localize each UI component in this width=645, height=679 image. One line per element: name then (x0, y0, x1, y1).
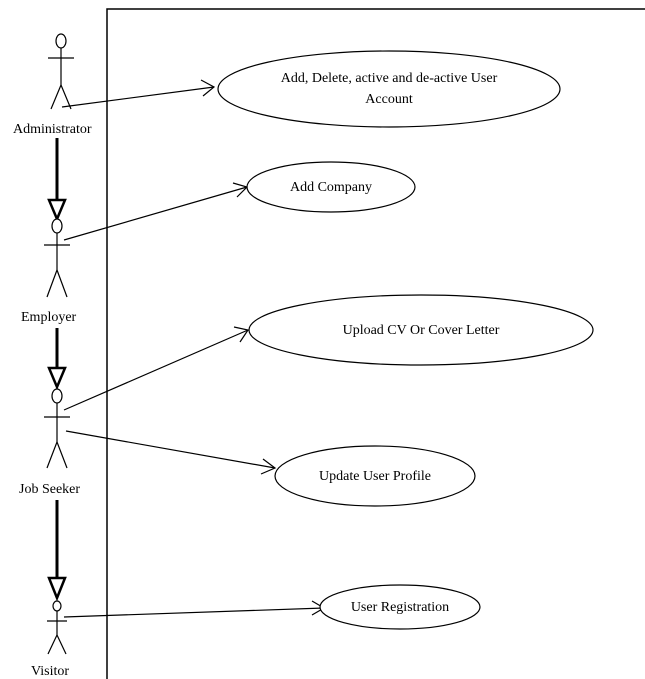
use-case-label: Update User Profile (319, 469, 431, 484)
generalization-arrow (47, 500, 67, 602)
use-case-add-company: Add Company (246, 161, 416, 213)
use-case-upload-cv: Upload CV Or Cover Letter (248, 294, 594, 366)
use-case-manage-accounts: Add, Delete, active and de-active User A… (217, 50, 561, 128)
use-case-label: Add, Delete, active and de-active User (281, 71, 498, 86)
association-arrow (65, 430, 277, 475)
use-case-label: Account (365, 92, 413, 107)
use-case-label: Upload CV Or Cover Letter (343, 323, 500, 338)
generalization-arrow (47, 328, 67, 391)
actor-label: Visitor (31, 664, 69, 679)
stick-figure-icon (47, 600, 67, 655)
association-arrow (63, 600, 326, 618)
association-arrow (63, 326, 249, 411)
stick-figure-icon (44, 388, 70, 469)
use-case-user-registration: User Registration (319, 584, 481, 630)
actor-label: Job Seeker (19, 482, 80, 497)
stick-figure-icon (44, 218, 70, 298)
actor-label: Administrator (13, 122, 92, 137)
generalization-arrows (47, 138, 67, 602)
use-case-label: User Registration (351, 600, 449, 615)
association-arrow (61, 79, 216, 108)
actor-job-seeker: Job Seeker (19, 388, 80, 497)
actor-administrator: Administrator (13, 33, 92, 137)
association-arrow (63, 182, 249, 241)
stick-figure-icon (48, 33, 74, 110)
use-case-update-profile: Update User Profile (274, 445, 476, 507)
use-case-label: Add Company (290, 180, 372, 195)
actor-label: Employer (21, 310, 77, 325)
system-boundary (106, 8, 645, 679)
generalization-arrow (47, 138, 67, 223)
actor-visitor: Visitor (31, 600, 69, 679)
actor-employer: Employer (21, 218, 77, 325)
